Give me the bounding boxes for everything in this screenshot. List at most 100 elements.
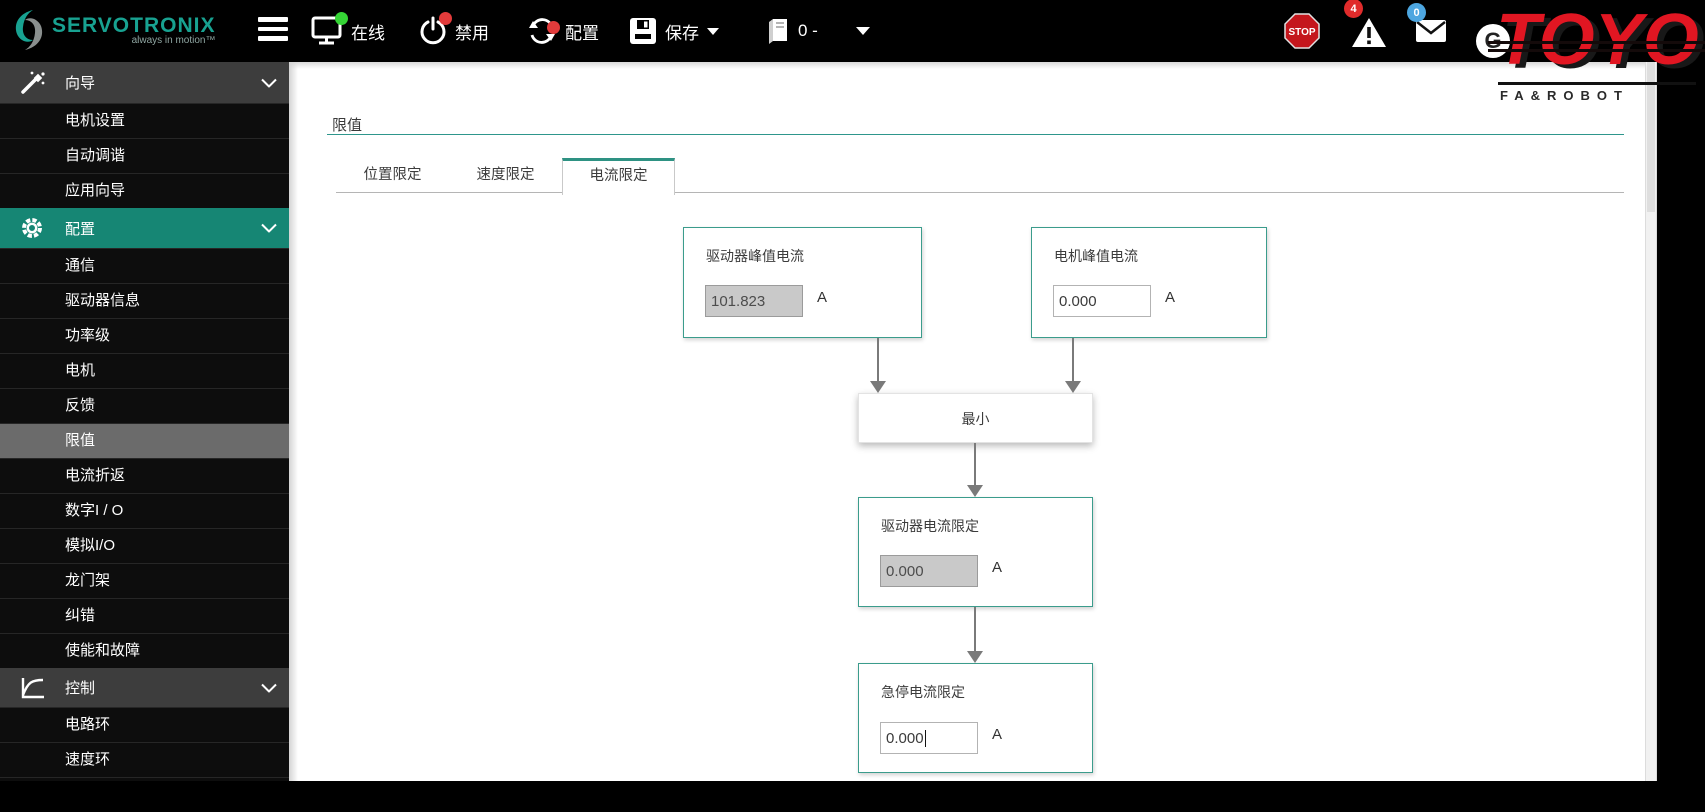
mail-icon: 0 [1407, 3, 1447, 43]
toyo-strike-line [1488, 41, 1705, 44]
drive-selector-value: 0 - [798, 21, 818, 40]
sidebar-section-config[interactable]: 配置 [0, 208, 289, 248]
power-icon [419, 12, 452, 46]
arrow-down-icon [1065, 338, 1081, 393]
estop-current-limit-input[interactable]: 0.000 [880, 722, 978, 754]
wand-icon [18, 70, 46, 96]
save-floppy-icon [629, 17, 657, 45]
motor-peak-current-unit: A [1165, 289, 1176, 306]
sidebar-item-error-correction[interactable]: 纠错 [0, 598, 289, 633]
tab-underline [336, 192, 1624, 193]
sidebar-item-drive-info[interactable]: 驱动器信息 [0, 283, 289, 318]
save-button[interactable]: 保存 [629, 0, 719, 62]
drive-dropdown-icon[interactable] [855, 27, 870, 35]
toyo-strike-line [1488, 49, 1705, 52]
sidebar-item-current-foldback[interactable]: 电流折返 [0, 458, 289, 493]
estop-current-limit-box: 急停电流限定 0.000 A [858, 663, 1093, 773]
vertical-scrollbar[interactable] [1645, 62, 1657, 781]
drive-current-limit-label: 驱动器电流限定 [881, 518, 979, 534]
tab-current-limits[interactable]: 电流限定 [562, 158, 675, 195]
mail-count-badge: 0 [1407, 3, 1426, 22]
sidebar-nav: 向导 电机设置 自动调谐 应用向导 配置 通信 驱动器信息 功率级 电机 反馈 … [0, 62, 289, 781]
monitor-icon [311, 12, 348, 46]
online-green-dot [335, 12, 348, 25]
drive-peak-current-input: 101.823 [705, 285, 803, 317]
tab-bar: 位置限定 速度限定 电流限定 [336, 158, 1624, 195]
stop-sign-icon: STOP [1283, 12, 1321, 50]
sidebar-section-control[interactable]: 控制 [0, 668, 289, 707]
sidebar-item-velocity-loop[interactable]: 速度环 [0, 742, 289, 777]
config-red-dot [547, 21, 560, 34]
online-label: 在线 [351, 23, 385, 43]
menu-hamburger-button[interactable] [258, 17, 288, 46]
online-status-button[interactable]: 在线 [311, 0, 385, 62]
page-title: 限值 [332, 117, 363, 134]
stop-button[interactable]: STOP [1283, 0, 1321, 62]
sidebar-item-enable-faults[interactable]: 使能和故障 [0, 633, 289, 668]
sidebar-item-motor[interactable]: 电机 [0, 353, 289, 388]
sidebar-item-communication[interactable]: 通信 [0, 248, 289, 283]
config-label: 配置 [565, 23, 599, 43]
main-content: 限值 位置限定 速度限定 电流限定 驱动器峰值电流 101.823 A 电机峰值… [289, 62, 1645, 781]
drive-current-limit-input: 0.000 [880, 555, 978, 587]
drive-icon [766, 17, 790, 45]
right-black-margin [1657, 62, 1705, 781]
sidebar-section-wizard[interactable]: 向导 [0, 62, 289, 103]
toyo-underline [1498, 82, 1696, 85]
sidebar-item-autotuning[interactable]: 自动调谐 [0, 138, 289, 173]
enable-label: 禁用 [455, 23, 489, 43]
chevron-down-icon [261, 78, 277, 87]
sidebar-section-label: 向导 [65, 75, 96, 92]
drive-current-limit-box: 驱动器电流限定 0.000 A [858, 497, 1093, 607]
title-divider [327, 134, 1624, 135]
brand-tagline: always in motion™ [131, 34, 216, 46]
save-dropdown-icon[interactable] [707, 27, 719, 35]
sidebar-item-power-stage[interactable]: 功率级 [0, 318, 289, 353]
tab-velocity-limits[interactable]: 速度限定 [476, 167, 535, 183]
tab-position-limits[interactable]: 位置限定 [363, 167, 422, 183]
chevron-down-icon [261, 223, 277, 233]
warning-count-badge: 4 [1344, 0, 1363, 18]
motor-peak-current-label: 电机峰值电流 [1054, 248, 1138, 264]
sidebar-section-label: 控制 [65, 680, 96, 697]
brand-name: SERVOTRONIX [52, 13, 216, 37]
enable-red-dot [439, 12, 452, 25]
curve-icon [18, 676, 46, 700]
minimum-node: 最小 [858, 393, 1093, 443]
sidebar-item-feedback[interactable]: 反馈 [0, 388, 289, 423]
drive-peak-current-box: 驱动器峰值电流 101.823 A [683, 227, 922, 338]
warning-triangle-icon: 4 [1344, 0, 1388, 49]
motor-peak-current-input[interactable]: 0.000 [1053, 285, 1151, 317]
drive-selector[interactable]: 0 - [766, 0, 870, 62]
sync-icon [527, 17, 560, 45]
sidebar-item-digital-io[interactable]: 数字I / O [0, 493, 289, 528]
motor-peak-current-box: 电机峰值电流 0.000 A [1031, 227, 1267, 338]
sidebar-item-analog-io[interactable]: 模拟I/O [0, 528, 289, 563]
estop-current-limit-unit: A [992, 726, 1003, 743]
arrow-down-icon [870, 338, 886, 393]
messages-button[interactable]: 0 [1407, 0, 1447, 62]
toyo-vendor-logo: G TOYO FA&ROBOT [1476, 4, 1705, 104]
config-sync-button[interactable]: 配置 [527, 0, 599, 62]
drive-peak-current-unit: A [817, 289, 828, 306]
chevron-down-icon [261, 683, 277, 692]
estop-current-limit-label: 急停电流限定 [881, 684, 965, 700]
servotronix-logo: SERVOTRONIX always in motion™ [12, 8, 215, 52]
text-cursor [924, 729, 927, 747]
enable-status-button[interactable]: 禁用 [419, 0, 489, 62]
gear-icon [18, 216, 46, 240]
toyo-subtitle: FA&ROBOT [1500, 88, 1629, 103]
top-bar: SERVOTRONIX always in motion™ 在线 禁用 [0, 0, 1705, 62]
sidebar-item-current-loop[interactable]: 电路环 [0, 707, 289, 742]
sidebar-item-app-wizard[interactable]: 应用向导 [0, 173, 289, 208]
servotronix-swirl-icon [12, 8, 46, 52]
svg-text:STOP: STOP [1288, 27, 1315, 38]
sidebar-item-partial [0, 777, 289, 812]
sidebar-item-motor-setup[interactable]: 电机设置 [0, 103, 289, 138]
drive-peak-current-label: 驱动器峰值电流 [706, 248, 804, 264]
arrow-down-icon [967, 443, 983, 497]
warnings-button[interactable]: 4 [1344, 0, 1388, 62]
sidebar-item-gantry[interactable]: 龙门架 [0, 563, 289, 598]
sidebar-item-limits[interactable]: 限值 [0, 423, 289, 458]
scrollbar-thumb[interactable] [1647, 62, 1655, 212]
